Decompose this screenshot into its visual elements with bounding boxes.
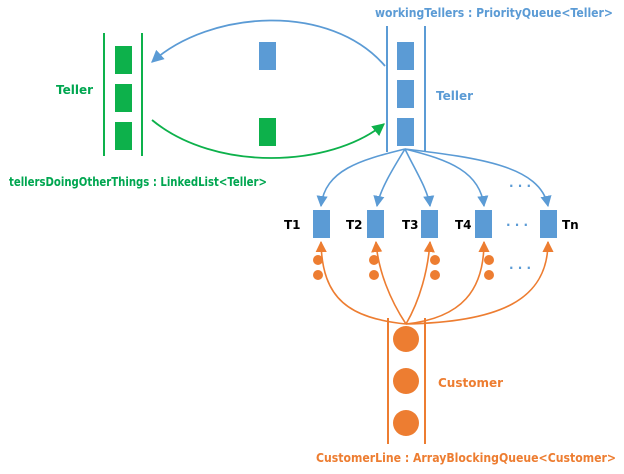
customer-label: Customer [438, 376, 503, 390]
moving-green-teller-block [259, 118, 276, 146]
teller-stations [313, 210, 557, 238]
station-t4-block [475, 210, 492, 238]
station-t2-label: T2 [346, 218, 363, 232]
station-tn-block [540, 210, 557, 238]
station-t3-block [421, 210, 438, 238]
green-teller-block-2 [115, 84, 132, 112]
station-ellipsis: · · · [506, 218, 528, 232]
station-tn-label: Tn [562, 218, 579, 232]
moving-blue-teller-block [259, 42, 276, 70]
blue-teller-block-3 [397, 118, 414, 146]
green-teller-block-1 [115, 46, 132, 74]
customer-dispatch-arrows [315, 240, 554, 325]
green-teller-block-3 [115, 122, 132, 150]
blue-teller-queue [386, 26, 426, 152]
dispatch-arrows [316, 148, 552, 208]
waiting-customer-dots [313, 255, 494, 280]
customer-circle-2 [393, 368, 419, 394]
blue-teller-block-1 [397, 42, 414, 70]
customer-line-name: CustomerLine : ArrayBlockingQueue<Custom… [316, 451, 616, 465]
green-queue-name: tellersDoingOtherThings : LinkedList<Tel… [9, 175, 267, 189]
green-to-blue-arrow [151, 119, 385, 159]
green-teller-label: Teller [56, 83, 93, 97]
top-ellipsis: · · · [509, 179, 531, 193]
blue-to-green-arrow [151, 19, 386, 67]
station-t1-block [313, 210, 330, 238]
waiting-ellipsis: · · · [509, 261, 531, 275]
blue-teller-block-2 [397, 80, 414, 108]
station-t2-block [367, 210, 384, 238]
station-t1-label: T1 [284, 218, 301, 232]
customer-circle-1 [393, 326, 419, 352]
station-t3-label: T3 [402, 218, 419, 232]
blue-teller-label: Teller [436, 89, 473, 103]
customer-line-queue [387, 318, 426, 444]
customer-circle-3 [393, 410, 419, 436]
green-teller-queue [103, 33, 143, 156]
blue-queue-name: workingTellers : PriorityQueue<Teller> [375, 6, 613, 20]
station-t4-label: T4 [455, 218, 472, 232]
